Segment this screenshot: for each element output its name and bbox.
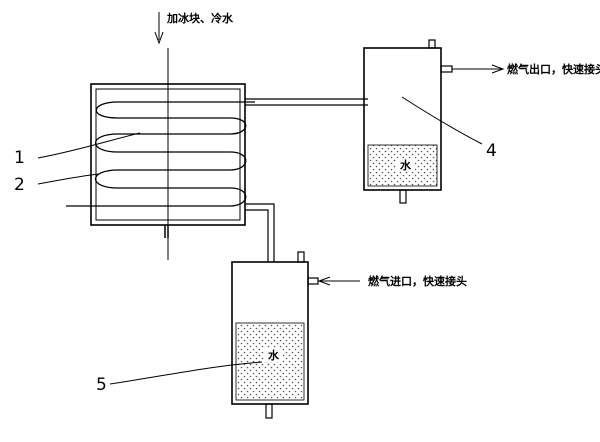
outlet-pipe <box>245 98 368 106</box>
upper-water-label: 水 <box>400 158 412 172</box>
leader-line-4 <box>401 96 483 145</box>
connecting-pipe <box>245 203 275 262</box>
ice-inlet-label: 加冰块、冷水 <box>166 11 234 25</box>
ice-inlet-arrow <box>154 12 164 45</box>
gas-inlet-arrow <box>317 276 360 286</box>
callout-1: 1 <box>14 148 25 168</box>
lower-water-label: 水 <box>268 348 280 362</box>
gas-inlet-label: 燃气进口，快速接头 <box>367 274 467 288</box>
callout-5: 5 <box>96 375 107 395</box>
gas-outlet-arrow <box>452 64 505 74</box>
callout-2: 2 <box>14 175 25 195</box>
leader-line-2 <box>37 173 100 185</box>
upper-water-label-bg <box>396 158 415 171</box>
leader-line-5 <box>109 361 263 385</box>
leader-line-1 <box>37 132 141 159</box>
upper-water-bottle <box>363 39 453 204</box>
gas-outlet-label: 燃气出口，快速接头 <box>506 62 600 76</box>
cooling-coil <box>66 101 255 207</box>
callout-4: 4 <box>486 141 497 161</box>
lower-water-label-bg <box>264 348 283 362</box>
lower-water-bottle <box>231 251 319 419</box>
